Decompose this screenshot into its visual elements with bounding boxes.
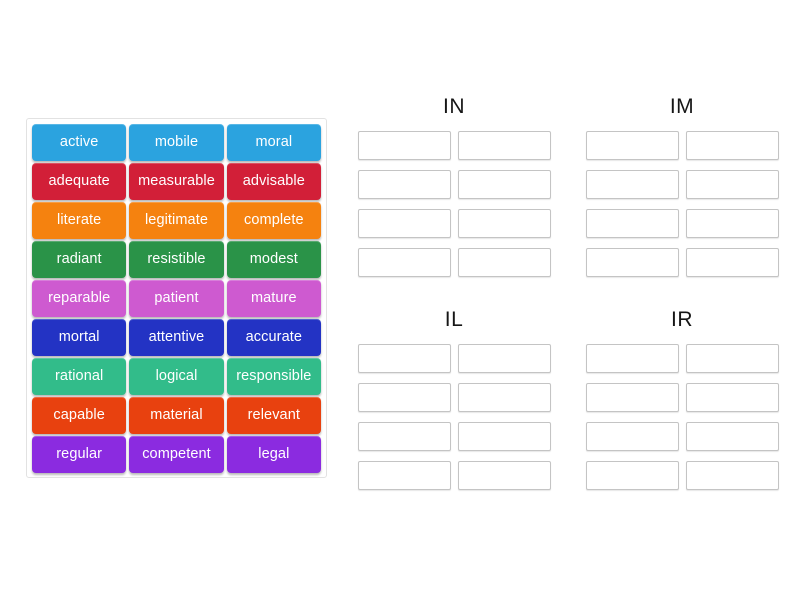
word-tile[interactable]: advisable xyxy=(226,163,321,200)
word-tile[interactable]: resistible xyxy=(129,241,224,278)
drop-slot[interactable] xyxy=(585,422,679,451)
word-tile[interactable]: relevant xyxy=(226,397,321,434)
category-title: IM xyxy=(669,95,695,118)
word-tile[interactable]: mobile xyxy=(129,124,224,161)
word-tile[interactable]: adequate xyxy=(32,163,127,200)
drop-slot[interactable] xyxy=(457,383,551,412)
word-tile[interactable]: material xyxy=(129,397,224,434)
word-tile[interactable]: regular xyxy=(32,436,127,473)
category-title: IR xyxy=(671,308,693,331)
word-tile[interactable]: attentive xyxy=(129,319,224,356)
word-tile[interactable]: patient xyxy=(129,280,224,317)
drop-slot[interactable] xyxy=(585,131,679,160)
drop-slot[interactable] xyxy=(585,209,679,238)
drop-slot[interactable] xyxy=(685,248,779,277)
drop-slot[interactable] xyxy=(357,209,451,238)
drop-slot[interactable] xyxy=(585,344,679,373)
category-in: IN xyxy=(352,96,556,291)
drop-slot[interactable] xyxy=(457,344,551,373)
word-tile[interactable]: measurable xyxy=(129,163,224,200)
drop-slot[interactable] xyxy=(685,422,779,451)
drop-slot[interactable] xyxy=(357,422,451,451)
drop-slot[interactable] xyxy=(685,131,779,160)
drop-slot[interactable] xyxy=(357,383,451,412)
slot-grid xyxy=(585,131,779,277)
drop-slot[interactable] xyxy=(357,170,451,199)
word-tile[interactable]: rational xyxy=(32,358,127,395)
drop-slot[interactable] xyxy=(357,461,451,490)
slot-grid xyxy=(357,131,551,277)
drop-slot[interactable] xyxy=(457,422,551,451)
word-tile[interactable]: moral xyxy=(226,124,321,161)
drop-slot[interactable] xyxy=(457,170,551,199)
word-tile[interactable]: responsible xyxy=(226,358,321,395)
word-tile[interactable]: mature xyxy=(226,280,321,317)
word-tile[interactable]: legitimate xyxy=(129,202,224,239)
word-tile[interactable]: logical xyxy=(129,358,224,395)
drop-slot[interactable] xyxy=(357,131,451,160)
category-ir: IR xyxy=(580,309,784,504)
drop-slot[interactable] xyxy=(585,461,679,490)
word-tile[interactable]: legal xyxy=(226,436,321,473)
drop-slot[interactable] xyxy=(457,248,551,277)
category-title: IL xyxy=(444,308,464,331)
word-tile[interactable]: accurate xyxy=(226,319,321,356)
drop-slot[interactable] xyxy=(685,344,779,373)
slot-grid xyxy=(357,344,551,490)
category-title: IN xyxy=(443,95,465,118)
word-tile[interactable]: literate xyxy=(32,202,127,239)
drop-slot[interactable] xyxy=(357,248,451,277)
drop-slot[interactable] xyxy=(457,209,551,238)
drop-slot[interactable] xyxy=(685,383,779,412)
category-im: IM xyxy=(580,96,784,291)
drop-slot[interactable] xyxy=(357,344,451,373)
slot-grid xyxy=(585,344,779,490)
drop-slot[interactable] xyxy=(585,170,679,199)
drop-slot[interactable] xyxy=(585,383,679,412)
word-tile[interactable]: complete xyxy=(226,202,321,239)
drop-slot[interactable] xyxy=(685,170,779,199)
drop-slot[interactable] xyxy=(457,461,551,490)
drop-slot[interactable] xyxy=(685,461,779,490)
category-drop-area: IN IM IL IR xyxy=(352,96,784,504)
drop-slot[interactable] xyxy=(585,248,679,277)
word-tile[interactable]: competent xyxy=(129,436,224,473)
word-tile[interactable]: active xyxy=(32,124,127,161)
word-tile[interactable]: mortal xyxy=(32,319,127,356)
word-tile[interactable]: capable xyxy=(32,397,127,434)
word-tile[interactable]: reparable xyxy=(32,280,127,317)
drop-slot[interactable] xyxy=(457,131,551,160)
word-tile[interactable]: radiant xyxy=(32,241,127,278)
drop-slot[interactable] xyxy=(685,209,779,238)
word-tile[interactable]: modest xyxy=(226,241,321,278)
category-il: IL xyxy=(352,309,556,504)
